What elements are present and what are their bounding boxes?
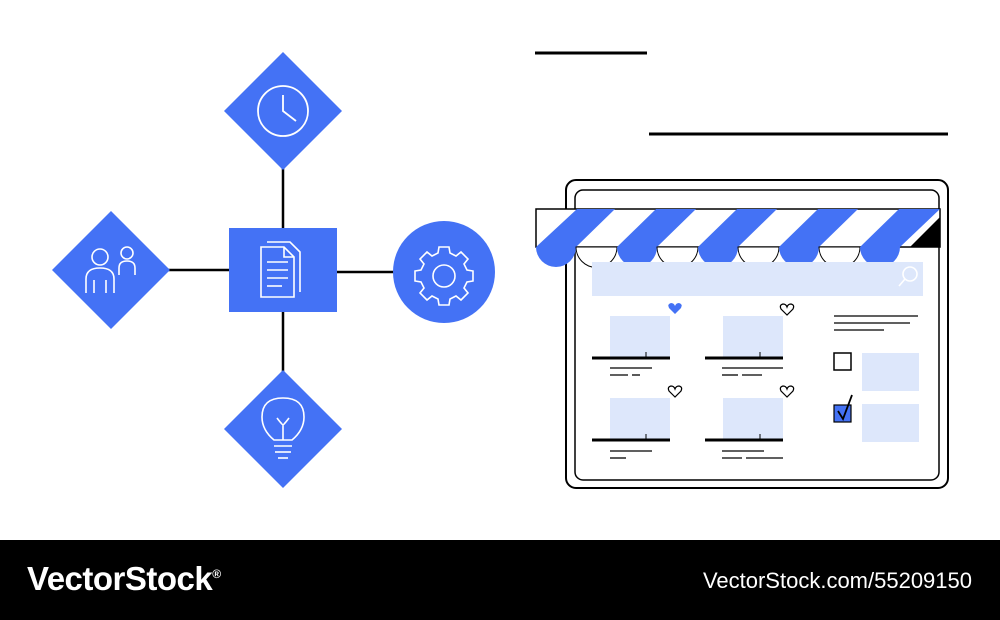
clock-icon	[257, 85, 309, 137]
storefront	[535, 179, 949, 489]
search-icon	[898, 266, 918, 287]
gear-node	[393, 221, 495, 323]
filter-panel	[833, 315, 919, 442]
heart-outline-icon	[667, 385, 683, 398]
checkbox-empty-icon	[833, 352, 852, 371]
heart-icon	[668, 303, 682, 314]
diagram-connectors	[162, 160, 400, 380]
checkbox-checked-icon	[833, 394, 853, 423]
clock-node	[224, 52, 342, 170]
product-card	[705, 303, 795, 376]
registered-mark: ®	[212, 567, 221, 581]
product-card	[592, 303, 682, 376]
image-credit: VectorStock.com/55209150	[702, 568, 972, 593]
users-node	[52, 211, 170, 329]
heart-outline-icon	[779, 385, 795, 398]
documents-icon	[260, 241, 301, 298]
illustration	[52, 51, 949, 489]
product-card	[705, 385, 795, 459]
users-icon	[85, 246, 136, 293]
hub-node	[229, 228, 337, 312]
footer-bar: VectorStock® VectorStock.com/55209150	[0, 540, 1000, 620]
search-bar	[592, 262, 923, 296]
gear-icon	[414, 246, 474, 306]
lightbulb-icon	[261, 397, 305, 459]
brand-name: VectorStock	[27, 560, 213, 597]
heart-outline-icon	[779, 303, 795, 316]
product-card	[592, 385, 683, 459]
lightbulb-node	[224, 370, 342, 488]
brand-logo: VectorStock®	[27, 560, 221, 598]
